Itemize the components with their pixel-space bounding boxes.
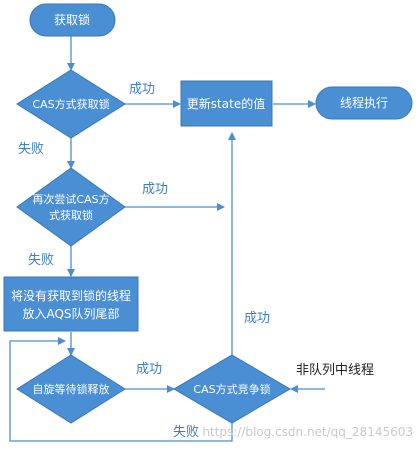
enqueue-label-line2: 放入AQS队列尾部 [22,306,119,321]
update-state-label: 更新state的值 [187,96,265,111]
edge-label-success-2: 成功 [142,182,168,197]
retry-label-line1: 再次尝试CAS方 [32,192,109,206]
start-label: 获取锁 [54,12,90,27]
edge-label-success-3: 成功 [244,311,270,326]
enqueue-label-line1: 将没有获取到锁的线程 [11,288,131,303]
update-state-box [180,80,273,127]
arrow-compete-fail-loop [9,337,233,442]
start-node [29,3,116,37]
watermark: https://blog.csdn.net/qq_28145603 [202,425,413,439]
enqueue-box [3,276,139,332]
non-queue-thread-label: 非队列中线程 [296,363,374,378]
edge-label-fail-3: 失败 [173,425,199,440]
edge-label-success-1: 成功 [129,82,155,97]
spin-wait-decision [16,354,126,424]
connectors [9,36,325,442]
edge-label-fail-1: 失败 [18,142,44,157]
retry-label-line2: 式获取锁 [49,208,93,222]
cas-acquire-decision [16,69,126,139]
edge-label-fail-2: 失败 [28,253,54,268]
edge-label-success-4: 成功 [136,362,162,377]
spin-wait-label: 自旋等待锁释放 [33,382,110,396]
thread-exec-node [315,86,413,120]
cas-compete-decision [173,354,291,424]
thread-exec-label: 线程执行 [340,95,388,110]
retry-decision [16,167,126,247]
cas-compete-label: CAS方式竞争锁 [193,382,270,396]
cas-acquire-label: CAS方式获取锁 [32,97,109,111]
